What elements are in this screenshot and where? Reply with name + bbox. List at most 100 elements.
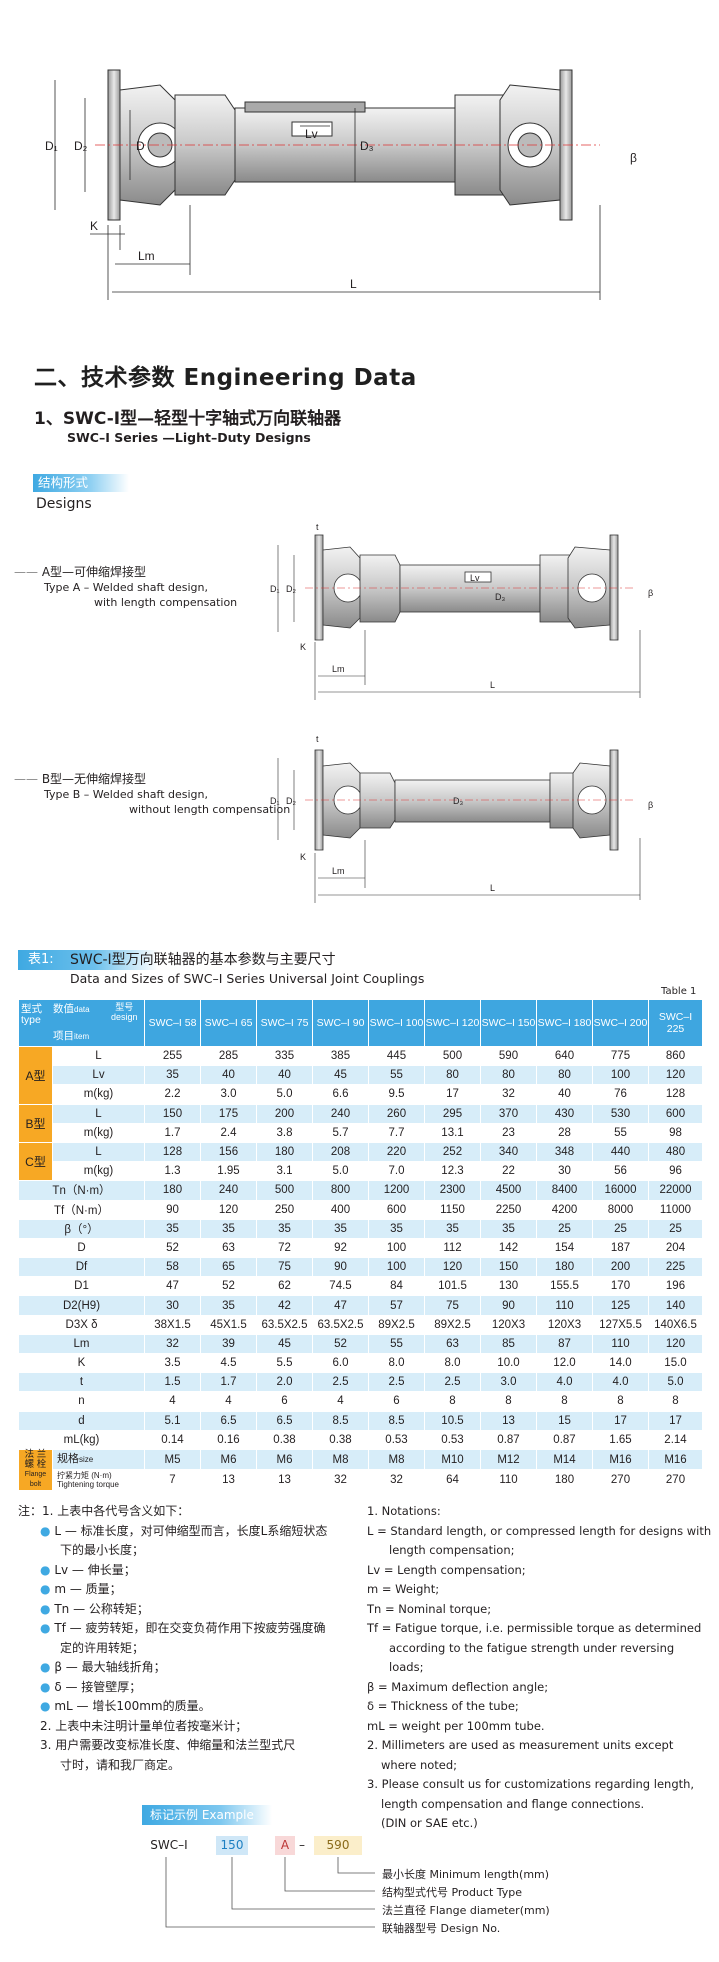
table-cell: 35: [368, 1218, 425, 1239]
table-cell: 14.0: [592, 1352, 649, 1374]
table-cell: 240: [200, 1180, 257, 1201]
table-cell: 32: [368, 1469, 425, 1491]
b-dim-d1: D₁: [270, 796, 280, 806]
table-cell: 180: [144, 1180, 201, 1201]
table-cell: 56: [592, 1161, 649, 1182]
b-dim-t: t: [316, 734, 319, 744]
table-cell: 40: [256, 1065, 313, 1086]
table-cell: 0.53: [424, 1429, 481, 1450]
table-cell: 75: [256, 1257, 313, 1278]
table-cell: 8: [424, 1391, 481, 1412]
table-cell: 600: [648, 1103, 703, 1124]
note-beta: ● β — 最大轴线折角；: [40, 1660, 166, 1674]
table-cell: 140X6.5: [648, 1314, 703, 1335]
table-cell: 2300: [424, 1180, 481, 1201]
table-cell: 32: [312, 1469, 369, 1491]
table-cell: 3.0: [200, 1084, 257, 1105]
table-cell: 3.8: [256, 1122, 313, 1143]
table-cell: M6: [256, 1448, 313, 1471]
model-header: SWC–I 200: [592, 999, 649, 1047]
table-cell: 1.7: [144, 1122, 201, 1143]
model-header: SWC–I 180: [536, 999, 593, 1047]
table-cell: 196: [648, 1276, 703, 1297]
table-cell: 62: [256, 1276, 313, 1297]
table-cell: 370: [480, 1103, 537, 1124]
table-cell: 4: [144, 1391, 201, 1412]
table-cell: 96: [648, 1161, 703, 1182]
table-cell: 3.1: [256, 1161, 313, 1182]
a-dim-lv: Lv: [470, 573, 480, 583]
notes-chinese: 注：1. 上表中各代号含义如下： ● L — 标准长度，对可伸缩型而言，长度L系…: [18, 1502, 363, 1775]
type-b-drawing: D₁ D₂ D₃ β K Lm L t: [270, 734, 653, 903]
dim-beta-label: β: [630, 151, 637, 165]
table-cell: 30: [144, 1295, 201, 1316]
example-legend-type: 结构型式代号 Product Type: [382, 1886, 523, 1899]
table-badge: 表1:: [18, 950, 158, 970]
table-cell: 1150: [424, 1199, 481, 1220]
type-b-label: —— B型—无伸缩焊接型 Type B – Welded shaft desig…: [14, 772, 290, 817]
table-cell: 1.95: [200, 1161, 257, 1182]
row-label: L: [52, 1045, 145, 1067]
table-cell: 80: [536, 1065, 593, 1086]
table-cell: 7.7: [368, 1122, 425, 1143]
example-type: A: [275, 1836, 295, 1855]
table-cell: M14: [536, 1448, 593, 1471]
table-cell: 2.5: [368, 1372, 425, 1393]
table-cell: 0.38: [256, 1429, 313, 1450]
dim-k-label: K: [90, 219, 98, 233]
table-cell: 112: [424, 1237, 481, 1259]
row-label: Lv: [52, 1065, 145, 1086]
row-label: m(kg): [52, 1122, 145, 1143]
table-cell: M16: [592, 1448, 649, 1471]
table-cell: 101.5: [424, 1276, 481, 1297]
note-m: ● m — 质量；: [40, 1582, 122, 1596]
table-cell: 45X1.5: [200, 1314, 257, 1335]
a-dim-d3: D₃: [495, 592, 505, 602]
table-cell: 35: [480, 1218, 537, 1239]
table-cell: 400: [312, 1199, 369, 1220]
dim-d2-label: D₂: [74, 139, 88, 153]
row-label: β（°）: [18, 1218, 145, 1239]
table-cell: 200: [592, 1257, 649, 1278]
table-cell: 39: [200, 1333, 257, 1355]
row-label: 拧紧力矩 (N·m)Tightening torque: [52, 1469, 145, 1491]
table-cell: 6.5: [256, 1410, 313, 1431]
table-cell: 180: [536, 1257, 593, 1278]
row-label: m(kg): [52, 1084, 145, 1105]
note-tf: ● Tf — 疲劳转矩，即在交变负荷作用下按疲劳强度确: [40, 1621, 326, 1635]
table-cell: 35: [312, 1218, 369, 1239]
table-cell: 47: [144, 1276, 201, 1297]
note-tn: ● Tn — 公称转矩；: [40, 1601, 149, 1616]
table-cell: 270: [648, 1469, 703, 1491]
table-cell: 5.0: [648, 1372, 703, 1393]
table-cell: 0.14: [144, 1429, 201, 1450]
en-note-beta: β = Maximum deflection angle;: [367, 1679, 549, 1694]
table-cell: 500: [424, 1045, 481, 1067]
en-note-3-cont2: (DIN or SAE etc.): [381, 1816, 478, 1830]
table-cell: 25: [648, 1218, 703, 1239]
model-header: SWC–I 90: [312, 999, 369, 1047]
table-cell: 500: [256, 1180, 313, 1201]
table-cell: 74.5: [312, 1276, 369, 1297]
group-type-b: B型: [18, 1103, 53, 1143]
table-cell: 255: [144, 1045, 201, 1067]
table-cell: 4: [200, 1391, 257, 1412]
table-cell: 180: [536, 1469, 593, 1491]
table-cell: 63: [200, 1237, 257, 1259]
dim-d-label: D: [136, 139, 145, 153]
table-cell: 5.1: [144, 1410, 201, 1431]
table-cell: 0.87: [480, 1429, 537, 1450]
table-cell: 285: [200, 1045, 257, 1067]
table-cell: 23: [480, 1122, 537, 1143]
table-cell: 120: [648, 1333, 703, 1355]
